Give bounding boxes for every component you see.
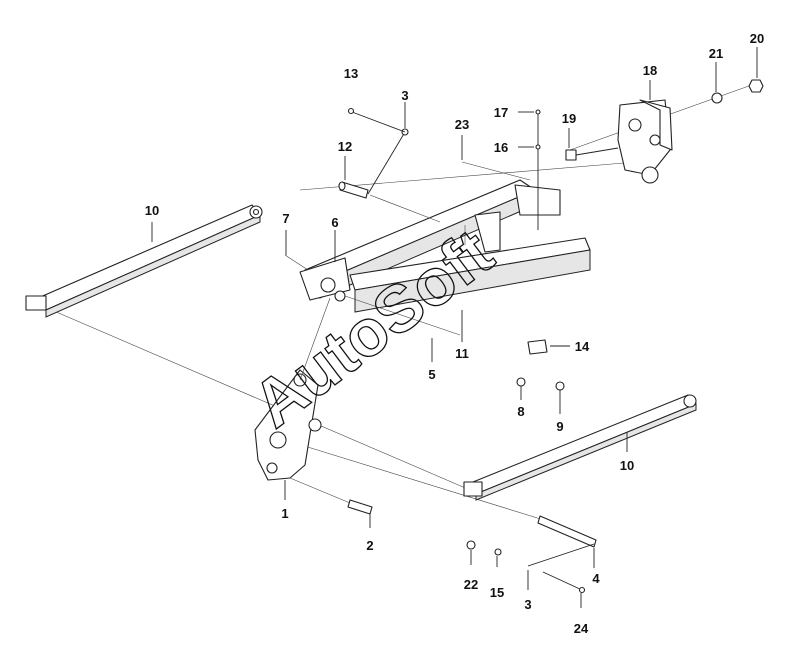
- callout-6: 6: [331, 215, 338, 230]
- callout-12: 12: [338, 139, 352, 154]
- callout-11: 11: [455, 346, 469, 361]
- callout-14: 14: [575, 339, 590, 354]
- callout-1: 1: [281, 506, 288, 521]
- callout-17: 17: [494, 105, 508, 120]
- callout-21: 21: [709, 46, 723, 61]
- callout-8: 8: [517, 404, 524, 419]
- leader-lines: [151, 47, 758, 608]
- callout-20: 20: [750, 31, 764, 46]
- callout-10-left: 10: [145, 203, 159, 218]
- part-10-right-bar: [463, 394, 697, 501]
- part-11-channel: [349, 237, 591, 313]
- callout-3-upper: 3: [401, 88, 408, 103]
- callout-9: 9: [556, 419, 563, 434]
- callout-22: 22: [464, 577, 478, 592]
- callout-18: 18: [643, 63, 657, 78]
- part-18-bracket: [617, 99, 673, 184]
- parts-drawing: [25, 79, 764, 594]
- callout-13: 13: [344, 66, 358, 81]
- callout-16: 16: [494, 140, 508, 155]
- part-12-pin: [338, 181, 369, 199]
- part-19-bolt: [565, 147, 619, 161]
- callout-5: 5: [428, 367, 435, 382]
- callout-23: 23: [455, 117, 469, 132]
- callout-24: 24: [574, 621, 589, 636]
- callout-10-right: 10: [620, 458, 634, 473]
- callout-3-lower: 3: [524, 597, 531, 612]
- part-14-block: [527, 339, 548, 355]
- callout-labels: 1 2 3 3 4 5 6 7 8 9 10 10 11 12 13 14 15…: [145, 31, 764, 636]
- callout-4: 4: [592, 571, 600, 586]
- callout-19: 19: [562, 111, 576, 126]
- part-10-left-bar: [25, 204, 263, 318]
- callout-15: 15: [490, 585, 504, 600]
- callout-2: 2: [366, 538, 373, 553]
- callout-7: 7: [282, 211, 289, 226]
